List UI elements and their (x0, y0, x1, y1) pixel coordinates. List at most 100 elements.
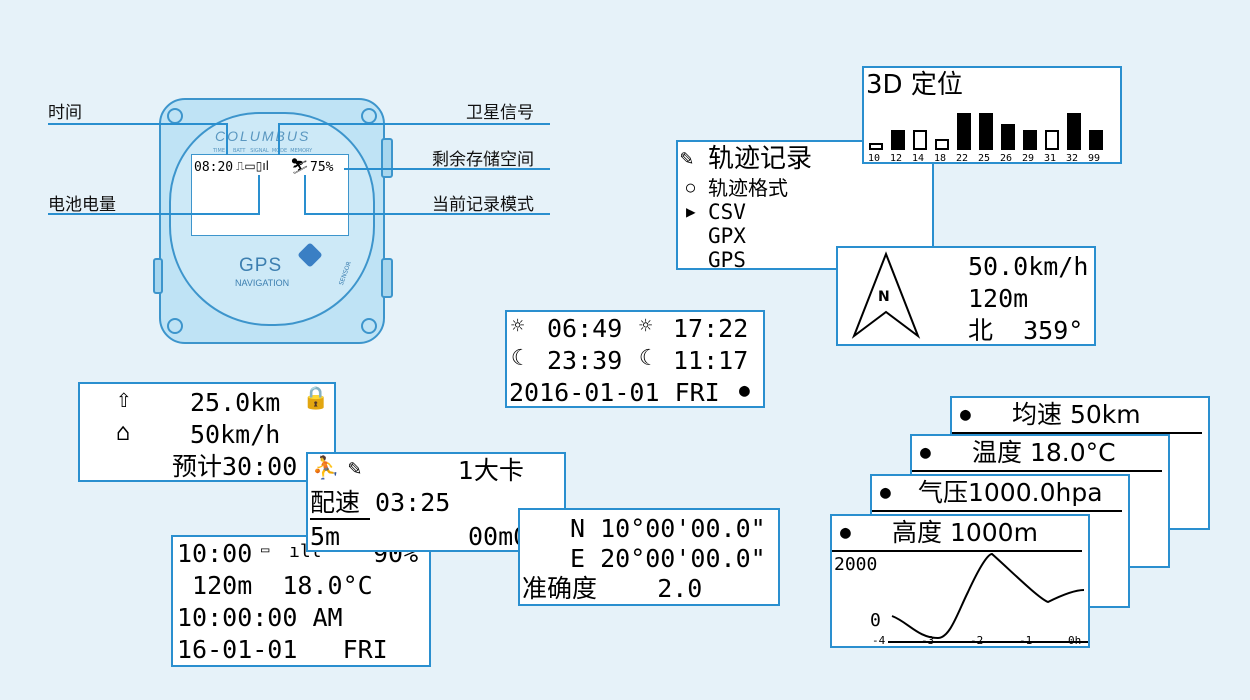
dot-icon: ● (920, 442, 931, 463)
track-title: 轨迹记录 (708, 144, 813, 174)
satellite-bar: 25 (978, 92, 996, 164)
satellite-bar-fill (957, 113, 971, 150)
coord-lon: E 20°00'00.0" (570, 544, 766, 573)
watch-screen: 08:20 ⎍▭▯ıl ⛷ 75% (191, 154, 349, 236)
satellite-fix-screen: 3D 定位 10 12 14 18 22 25 26 29 31 32 99 (862, 66, 1122, 164)
nav-distance: 25.0km (190, 388, 281, 417)
satellite-bar-fill (1045, 130, 1059, 150)
track-option[interactable]: GPS (708, 248, 746, 270)
satellite-bar: 31 (1044, 92, 1062, 164)
label-time: 时间 (48, 103, 82, 123)
graph-x-tick: -1 (1019, 634, 1033, 647)
sunrise-time: 06:49 (547, 314, 623, 343)
dot-icon: ● (739, 380, 750, 401)
main-screen: 10:00 ▭ ıll 90% 120m 18.0°C 10:00:00 AM … (171, 535, 431, 667)
satellite-bar: 10 (868, 92, 886, 164)
graph-y-top: 2000 (834, 554, 878, 575)
watch-logo-sub: NAVIGATION (235, 278, 290, 288)
satellite-bar-label: 10 (868, 153, 881, 164)
satellite-bar-label: 14 (912, 153, 925, 164)
satellite-bar-label: 22 (956, 153, 969, 164)
graph-x-tick: -3 (921, 634, 935, 647)
compass-arrow-icon (851, 251, 921, 339)
watch-button-right-top[interactable] (381, 138, 393, 178)
satellite-bar: 14 (912, 92, 930, 164)
pace-underline (310, 518, 370, 520)
satellite-bar: 12 (890, 92, 908, 164)
coord-lat: N 10°00'00.0" (570, 514, 766, 543)
satellite-bar: 26 (1000, 92, 1018, 162)
satellite-bar-fill (913, 130, 927, 150)
fix-title: 3D 定位 (866, 70, 963, 100)
track-option[interactable]: CSV (708, 200, 746, 224)
main-time: 10:00 (177, 539, 253, 568)
sun-moon-date: 2016-01-01 FRI (509, 378, 720, 407)
satellite-bar: 99 (1088, 92, 1106, 164)
nav-eta: 预计30:00 (172, 452, 298, 481)
sport-pace: 配速 03:25 (310, 488, 451, 517)
satellite-bar-fill (869, 143, 883, 150)
watch-logo: GPS (239, 255, 283, 276)
graph-x-tick: -2 (970, 634, 984, 647)
walk-icon: ⛷ (290, 157, 310, 175)
avg-speed-title: 均速 50km (1012, 400, 1141, 429)
watch-button-left[interactable] (153, 258, 163, 294)
satellite-bar-label: 25 (978, 153, 991, 164)
satellite-bar-label: 29 (1022, 153, 1035, 164)
satellite-bar-fill (979, 113, 993, 150)
sport-calories: 1大卡 (458, 456, 524, 485)
leader-battery (48, 213, 260, 215)
satellite-bar-fill (891, 130, 905, 150)
label-mode: 当前记录模式 (432, 195, 534, 215)
satellite-bar: 18 (934, 92, 952, 164)
satellite-bar-label: 99 (1088, 153, 1101, 164)
main-alt-temp: 120m 18.0°C (177, 571, 373, 600)
nav-speed: 50km/h (190, 420, 281, 449)
screw-tr (361, 108, 377, 124)
label-storage: 剩余存储空间 (432, 150, 534, 170)
satellite-bar: 29 (1022, 92, 1040, 164)
home-icon: ⌂ (116, 418, 131, 446)
moonset-icon: ☾ (639, 346, 653, 371)
dot-icon: ● (960, 404, 971, 425)
watch-device: COLUMBUS TIME BATT SIGNAL MODE MEMORY 08… (153, 98, 395, 348)
watch-brand: COLUMBUS (215, 128, 311, 144)
pencil-icon: ✎ (680, 146, 694, 171)
graph-x-tick: -4 (872, 634, 886, 647)
graph-x-tick: 0h (1068, 634, 1082, 647)
compass-speed: 50.0km/h (968, 252, 1089, 281)
moonset-time: 11:17 (673, 346, 749, 375)
coord-accuracy: 准确度 2.0 (522, 574, 703, 603)
watch-screen-time: 08:20 (194, 160, 234, 175)
watch-screen-icons: ⎍▭▯ıl (236, 159, 270, 173)
satellite-bar-label: 31 (1044, 153, 1057, 164)
selection-arrow-icon: ▶ (686, 202, 696, 221)
dot-icon: ● (840, 522, 851, 543)
watch-screen-memory: 75% (310, 160, 334, 175)
satellite-bar-label: 12 (890, 153, 903, 164)
coordinate-screen: N 10°00'00.0" E 20°00'00.0" 准确度 2.0 (518, 508, 780, 606)
watch-button-right-bottom[interactable] (381, 258, 393, 298)
pencil-icon: ✎ (348, 456, 362, 481)
altitude-curve (888, 552, 1088, 643)
satellite-bar: 32 (1066, 92, 1084, 162)
label-satellite: 卫星信号 (466, 103, 534, 123)
screw-bl (167, 318, 183, 334)
satellite-bar-fill (935, 139, 949, 150)
leader-time (48, 123, 228, 125)
screw-br (361, 318, 377, 334)
main-clock: 10:00:00 AM (177, 603, 343, 632)
compass-screen: N 50.0km/h 120m 北 359° (836, 246, 1096, 346)
leader-satellite (278, 123, 550, 125)
temperature-title: 温度 18.0°C (972, 438, 1116, 467)
track-option[interactable]: GPX (708, 224, 746, 248)
run-icon: ⛹ (312, 456, 340, 481)
screw-tl (167, 108, 183, 124)
compass-north-letter: N (878, 289, 890, 305)
navigation-screen: ⇧ 25.0km 🔒 ⌂ 50km/h 预计30:00 (78, 382, 336, 482)
main-date: 16-01-01 FRI (177, 635, 388, 664)
compass-heading: 北 359° (968, 316, 1084, 345)
satellite-bar-label: 18 (934, 153, 947, 164)
sun-moon-screen: ☼ 06:49 ☼ 17:22 ☾ 23:39 ☾ 11:17 2016-01-… (505, 310, 765, 408)
